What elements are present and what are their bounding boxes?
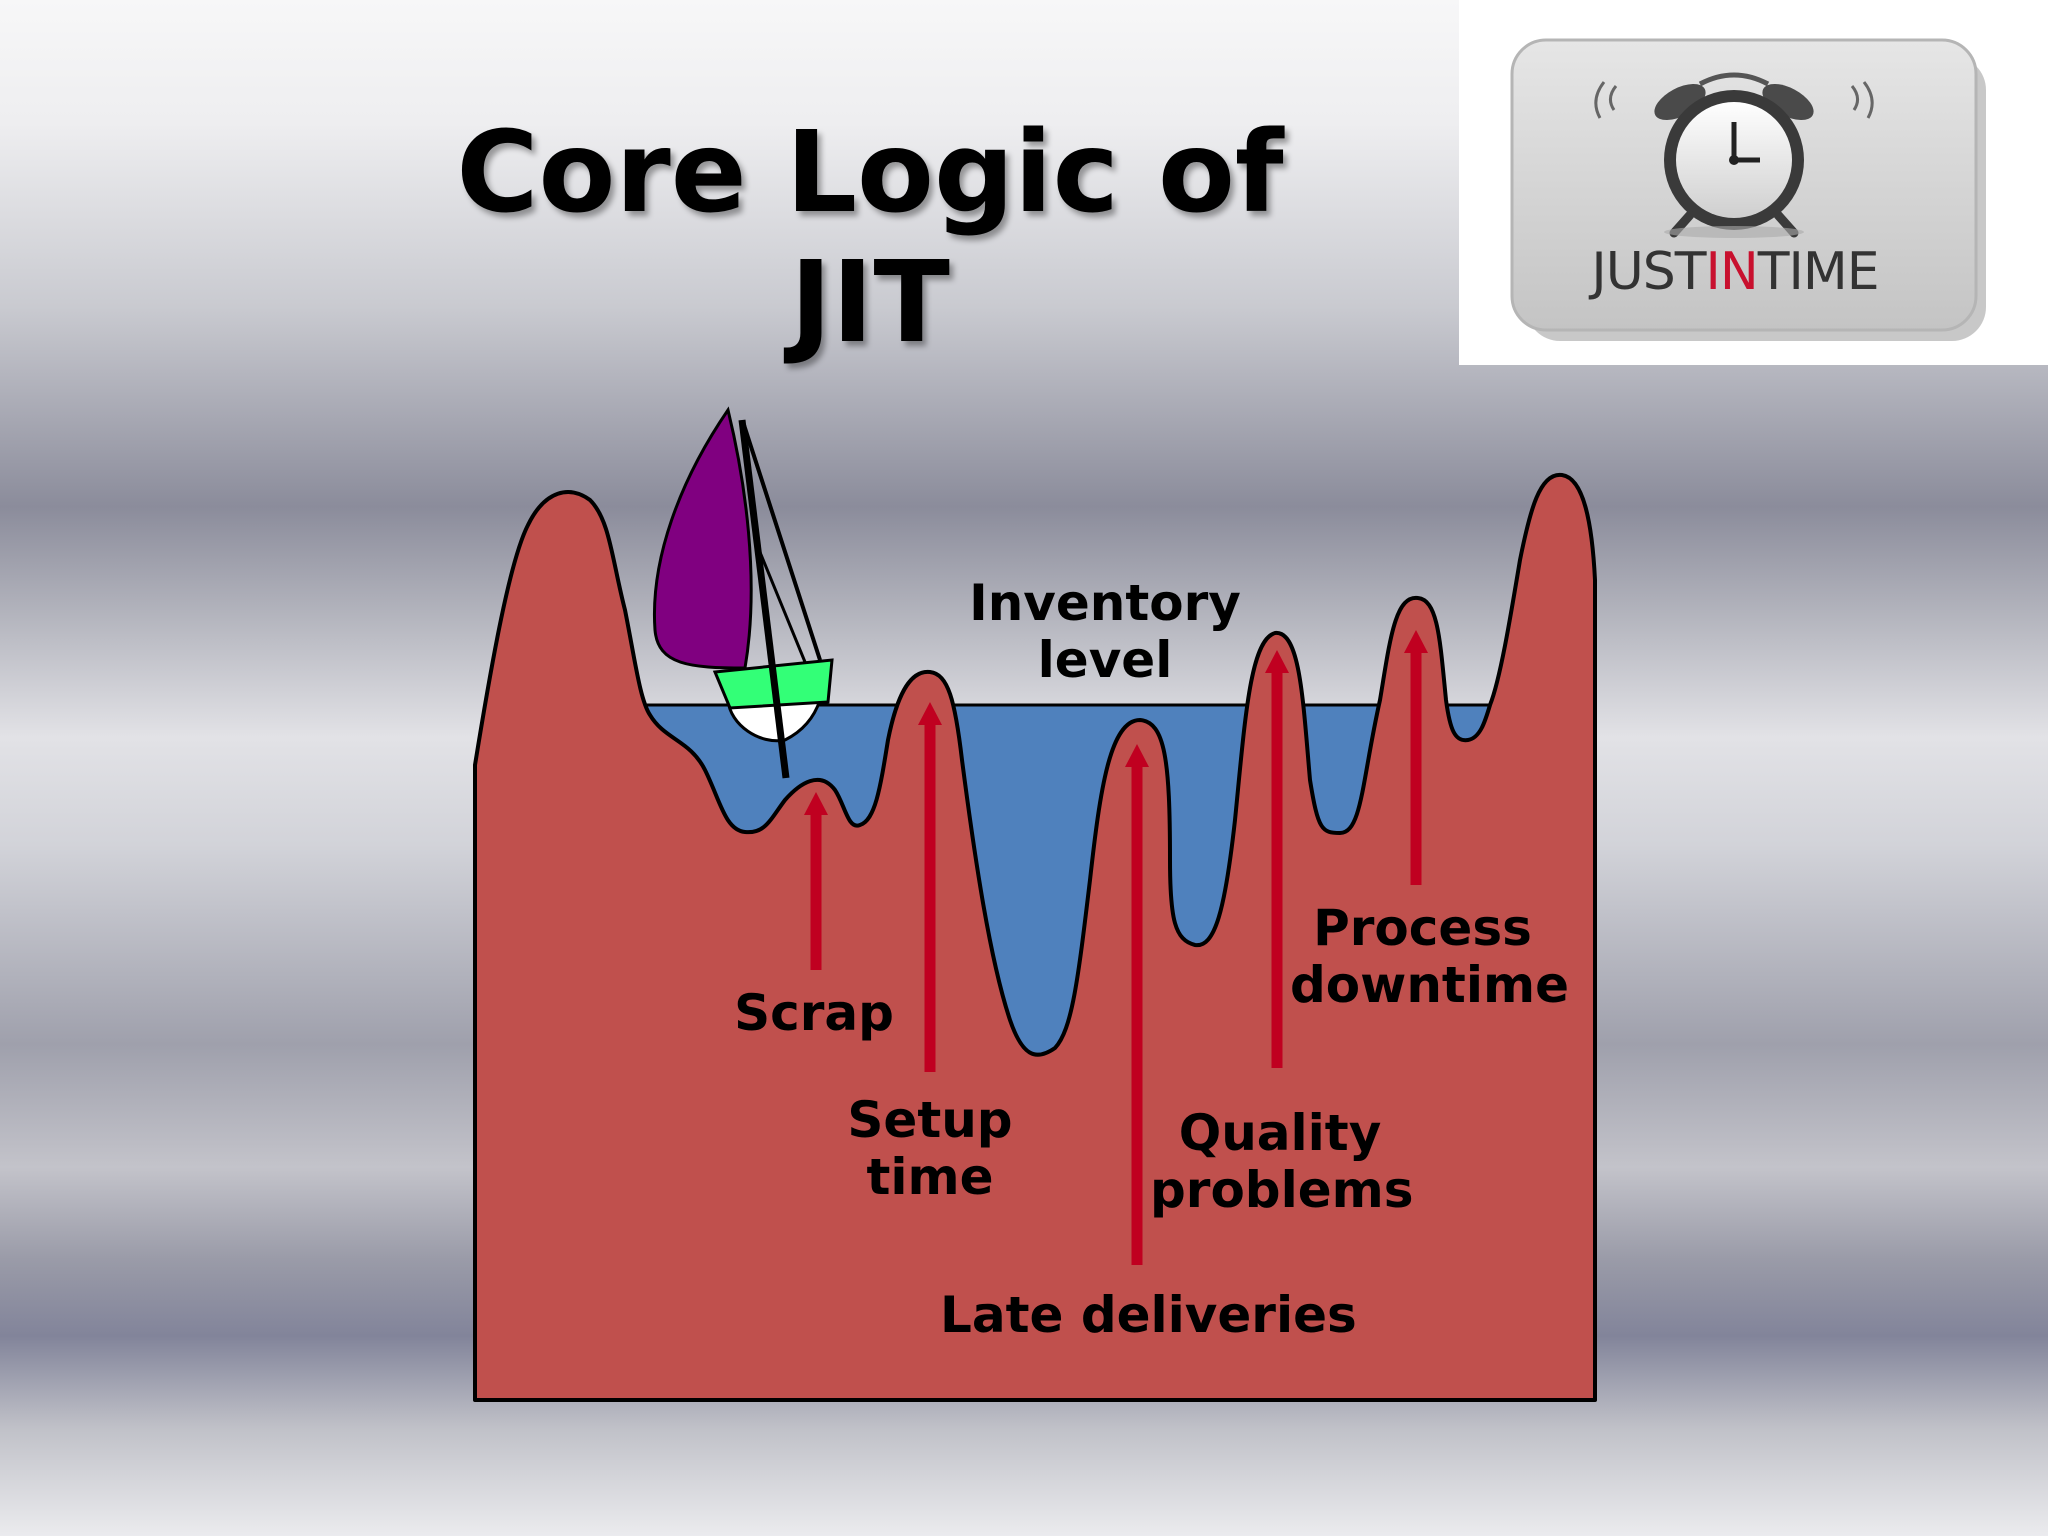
- process-label-line2: downtime: [1290, 956, 1569, 1014]
- sailboat: [652, 406, 834, 779]
- scrap-arrow: [804, 792, 828, 970]
- process-label-line1: Process: [1313, 899, 1532, 957]
- scrap-label: Scrap: [714, 985, 914, 1042]
- inventory-label-line2: level: [1037, 631, 1173, 689]
- logo-text-just: JUST: [1591, 242, 1706, 302]
- problem-arrows: [804, 630, 1428, 1265]
- process-downtime-label: Process downtime: [1290, 899, 1569, 1014]
- logo-text-time: TIME: [1757, 242, 1880, 302]
- scrap-label-text: Scrap: [734, 984, 894, 1042]
- boat-sail: [652, 406, 753, 670]
- just-in-time-logo: [1510, 38, 1986, 341]
- quality-label-line2: problems: [1150, 1161, 1414, 1219]
- late-deliveries-label: Late deliveries: [940, 1286, 1357, 1344]
- setup-time-arrow: [918, 702, 942, 1072]
- boat-mast: [738, 419, 790, 779]
- logo-text-in: IN: [1705, 242, 1759, 302]
- setup-time-label: Setup time: [820, 1092, 1040, 1206]
- quality-problems-label: Quality problems: [1150, 1104, 1414, 1219]
- late-label-text: Late deliveries: [940, 1286, 1357, 1344]
- inventory-label-line1: Inventory: [969, 574, 1241, 632]
- slide-title: Core Logic of JIT: [456, 108, 1284, 368]
- process-downtime-arrow: [1404, 630, 1428, 885]
- boat-keel: [726, 698, 823, 743]
- boat-rigging: [742, 424, 822, 661]
- boat-rigging: [753, 539, 807, 663]
- alarm-clock-icon: [1594, 72, 1874, 238]
- quality-problems-arrow: [1265, 650, 1289, 1068]
- setup-label-line2: time: [866, 1148, 994, 1206]
- rocks-seabed: [473, 472, 1597, 1402]
- setup-label-line1: Setup: [847, 1091, 1013, 1149]
- late-deliveries-arrow: [1125, 744, 1149, 1265]
- inventory-level-label: Inventory level: [965, 575, 1245, 689]
- quality-label-line1: Quality: [1178, 1104, 1382, 1162]
- logo-wordmark: JUSTINTIME: [1510, 242, 1960, 302]
